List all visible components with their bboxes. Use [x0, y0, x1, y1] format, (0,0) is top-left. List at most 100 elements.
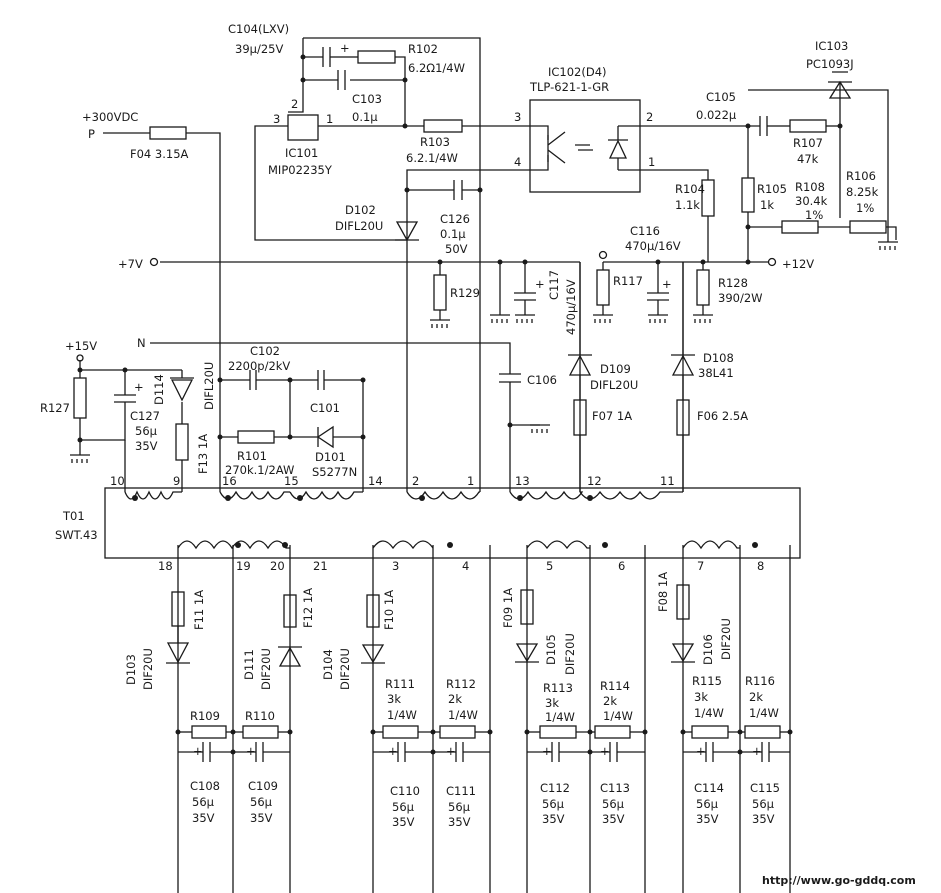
c126-value: 0.1μ — [440, 227, 466, 241]
capacitor-c102 — [249, 370, 257, 390]
svg-text:35V: 35V — [602, 812, 625, 826]
capacitor-c111 — [455, 742, 464, 762]
r105-label: R105 — [757, 182, 787, 196]
svg-text:+: + — [388, 744, 398, 758]
svg-text:6: 6 — [618, 559, 625, 573]
c102-value: 2200p/2kV — [228, 359, 290, 373]
svg-text:3: 3 — [392, 559, 399, 573]
svg-text:1: 1 — [467, 474, 474, 488]
node-n-label: N — [137, 336, 146, 350]
svg-text:R111: R111 — [385, 677, 415, 691]
svg-text:8: 8 — [757, 559, 764, 573]
diode-d104 — [361, 644, 385, 664]
capacitor-c114 — [705, 742, 714, 762]
svg-text:3k: 3k — [694, 690, 708, 704]
svg-text:11: 11 — [660, 474, 675, 488]
svg-text:+: + — [134, 380, 144, 394]
r127-label: R127 — [40, 401, 70, 415]
svg-text:+: + — [246, 744, 256, 758]
resistors — [73, 50, 887, 739]
d111-part: DIF20U — [259, 648, 273, 690]
capacitor-c108 — [202, 742, 211, 762]
c104-value: 39μ/25V — [235, 42, 283, 56]
d104-part: DIF20U — [338, 648, 352, 690]
ics — [287, 99, 641, 193]
svg-text:7: 7 — [697, 559, 704, 573]
ic102-part: TLP-621-1-GR — [529, 80, 609, 94]
d109-label: D109 — [600, 362, 631, 376]
svg-text:C115: C115 — [750, 781, 780, 795]
grounds — [70, 241, 898, 463]
resistor-r117 — [596, 269, 610, 306]
svg-text:1/4W: 1/4W — [749, 706, 779, 720]
svg-text:3k: 3k — [545, 696, 559, 710]
svg-text:56μ: 56μ — [602, 797, 625, 811]
capacitors: + + + + + + + + + + + + — [114, 41, 783, 762]
resistor-r116 — [744, 725, 781, 739]
resistor-r110 — [242, 725, 279, 739]
svg-text:R114: R114 — [600, 679, 630, 693]
svg-text:35V: 35V — [542, 812, 565, 826]
r106-tol: 1% — [856, 201, 874, 215]
f11-label: F11 1A — [192, 590, 206, 630]
r109-label: R109 — [190, 709, 220, 723]
ic101-pin2: 2 — [291, 97, 298, 111]
c127-value: 56μ — [135, 424, 158, 438]
svg-text:+: + — [752, 744, 762, 758]
ground-15v — [70, 454, 90, 463]
resistor-r101 — [237, 430, 275, 444]
svg-text:1/4W: 1/4W — [603, 709, 633, 723]
f08-label: F08 1A — [656, 572, 670, 612]
capacitor-c106 — [499, 373, 521, 383]
c104-label: C104(LXV) — [228, 22, 289, 36]
r117-label: R117 — [613, 274, 643, 288]
resistor-r111 — [382, 725, 419, 739]
resistor-r109 — [191, 725, 227, 739]
diodes — [166, 71, 852, 667]
resistor-r105 — [741, 177, 755, 213]
fuse-f07 — [573, 399, 587, 436]
svg-text:C114: C114 — [694, 781, 724, 795]
r103-value: 6.2.1/4W — [406, 151, 458, 165]
d105-label: D105 — [544, 634, 558, 665]
ground-7v-a — [490, 314, 510, 323]
d106-label: D106 — [701, 634, 715, 665]
resistor-r129 — [433, 274, 447, 311]
junctions — [76, 54, 843, 755]
capacitor-c126 — [453, 180, 463, 200]
f06-label: F06 2.5A — [697, 409, 748, 423]
resistor-r127 — [73, 377, 87, 419]
fuse-f04 — [149, 126, 187, 140]
d105-part: DIF20U — [563, 633, 577, 675]
ground-c116 — [648, 314, 668, 323]
f12-label: F12 1A — [301, 588, 315, 628]
d111-label: D111 — [242, 649, 256, 680]
svg-text:35V: 35V — [752, 812, 775, 826]
fuse-f13 — [175, 423, 189, 461]
r108-label: R108 — [795, 180, 825, 194]
c126-volt: 50V — [445, 242, 468, 256]
c101-label: C101 — [310, 401, 340, 415]
svg-text:+: + — [542, 744, 552, 758]
c103-value: 0.1μ — [352, 110, 378, 124]
svg-text:R116: R116 — [745, 674, 775, 688]
diode-d102 — [395, 221, 419, 242]
resistor-r106 — [849, 220, 887, 234]
ic102-title: IC102(D4) — [548, 65, 607, 79]
svg-text:2k: 2k — [749, 690, 763, 704]
svg-text:+: + — [193, 744, 203, 758]
c116-value: 470μ/16V — [625, 239, 681, 253]
ic101-body — [287, 114, 319, 141]
svg-text:16: 16 — [222, 474, 237, 488]
d103-part: DIF20U — [141, 648, 155, 690]
ic101-part: MIP02235Y — [268, 163, 333, 177]
svg-text:5: 5 — [546, 559, 553, 573]
diode-d101 — [316, 425, 334, 449]
capacitor-c109 — [255, 742, 264, 762]
f10-label: F10 1A — [382, 590, 396, 630]
svg-text:1/4W: 1/4W — [448, 708, 478, 722]
resistor-r113 — [539, 725, 577, 739]
r104-label: R104 — [675, 182, 705, 196]
d109-part: DIFL20U — [590, 378, 638, 392]
labels: C104(LXV) 39μ/25V R102 6.2Ω1/4W C103 0.1… — [40, 22, 916, 887]
